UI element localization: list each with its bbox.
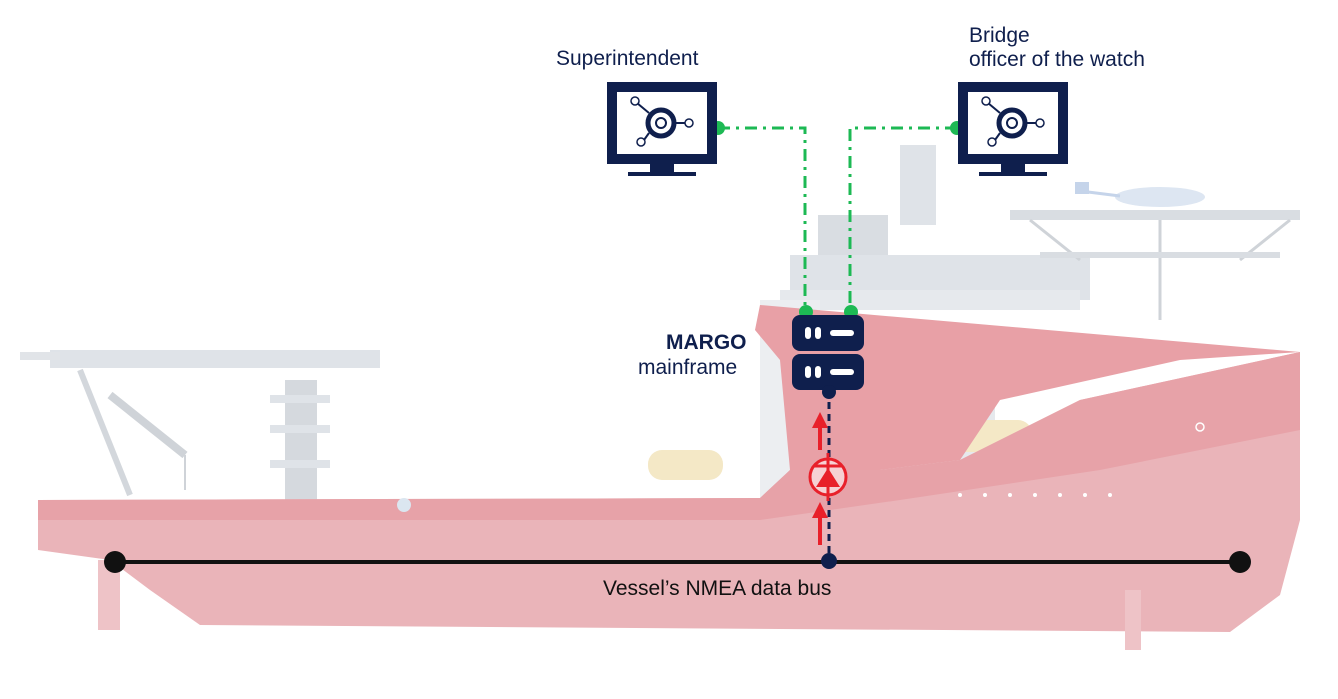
margo-label: MARGO [666,331,747,354]
one-way-data-flow [808,412,848,545]
nmea-data-bus [104,551,1251,573]
network-hub-icon [981,96,1045,147]
flow-arrow-upper [812,412,828,450]
network-hub-icon [630,96,694,147]
superintendent-link [718,126,807,310]
bus-endpoint-right [1229,551,1251,573]
bridge-link [848,126,957,310]
vessel-illustration [20,145,1300,650]
bridge-monitor [958,82,1068,176]
superintendent-monitor [607,82,717,176]
bus-label: Vessel’s NMEA data bus [603,577,832,600]
flow-arrow-lower [812,502,828,545]
mainframe-bus-port [822,385,836,399]
bridge-label-line2: officer of the watch [969,48,1145,71]
diode-isolator-icon [808,453,848,501]
bridge-label-line1: Bridge [969,24,1030,47]
server-icon [792,315,864,390]
mainframe-label: mainframe [638,356,738,379]
bus-endpoint-left [104,551,126,573]
bus-tap-node [821,553,837,569]
superintendent-label: Superintendent [556,47,699,70]
